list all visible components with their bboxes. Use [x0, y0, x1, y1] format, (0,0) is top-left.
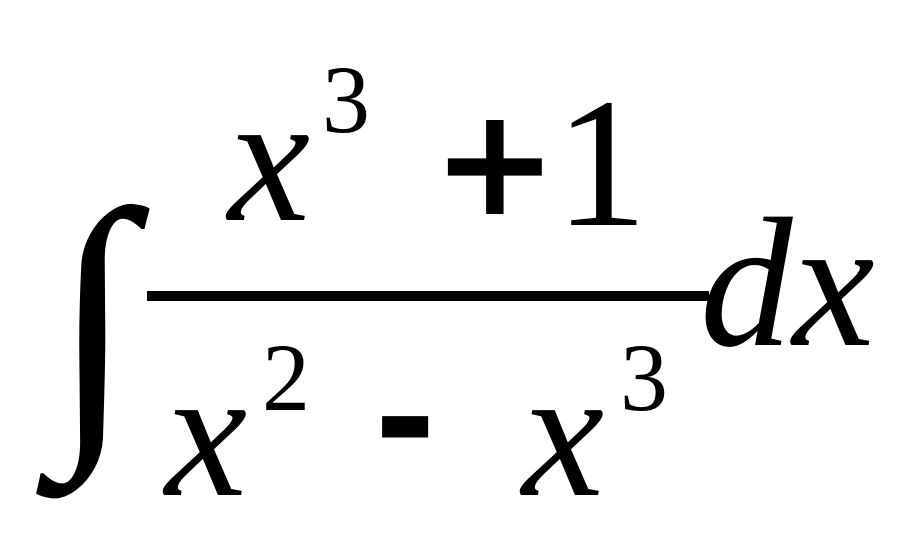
integral-sign: ∫ [33, 151, 150, 502]
numerator-exponent: 3 [322, 46, 370, 153]
numerator-base: x [225, 56, 310, 261]
denominator-term2-exponent: 3 [620, 324, 668, 431]
differential-dx: dx [700, 181, 875, 386]
denominator-term1-base: x [162, 331, 247, 536]
denominator-term1-exponent: 2 [262, 324, 310, 431]
denominator-minus-operator: - [374, 332, 436, 506]
numerator-plus-operator: + [432, 76, 558, 250]
fraction-bar [147, 291, 709, 301]
denominator-term2-base: x [519, 331, 604, 536]
numerator-constant: 1 [555, 61, 648, 266]
